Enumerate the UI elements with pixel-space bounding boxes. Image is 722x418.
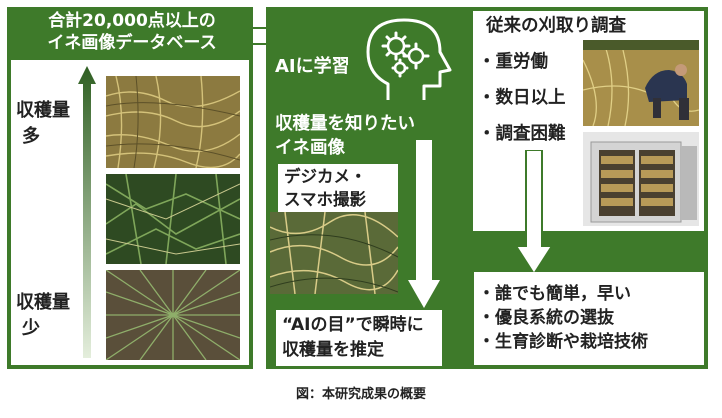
result-line2: 収穫量を推定 [282, 340, 384, 360]
input-label-line1: 収穫量を知りたい [275, 114, 415, 134]
result-line1: “AIの目”で瞬時に [282, 315, 424, 335]
conventional-item-2: ・数日以上 [478, 88, 566, 108]
benefit-item-1: ・誰でも簡単，早い [478, 284, 631, 304]
yield-high-line2: 多 [22, 126, 40, 147]
conventional-item-3: ・調査困難 [478, 124, 566, 144]
yield-gradient-arrow [78, 66, 96, 358]
input-label-line2: イネ画像 [275, 138, 345, 158]
harvest-worker-photo [583, 40, 699, 126]
drying-oven-photo [583, 132, 699, 226]
conventional-title: 従来の刈取り調査 [486, 16, 626, 36]
estimate-down-arrow [408, 140, 440, 308]
database-title: 合計20,000点以上の イネ画像データベース [12, 10, 252, 54]
result-box: “AIの目”で瞬時に 収穫量を推定 [276, 310, 442, 366]
rice-photo-low-yield [106, 270, 240, 360]
rice-photo-mid-yield [106, 174, 240, 264]
figure-caption: 図：本研究成果の概要 [295, 387, 426, 402]
benefits-box [474, 272, 704, 365]
camera-label-line1: デジカメ・ [284, 167, 367, 186]
yield-low-label: 収穫量 少 [16, 290, 76, 342]
rice-photo-input [270, 212, 398, 294]
benefit-item-2: ・優良系統の選抜 [478, 308, 614, 328]
benefit-item-3: ・生育診断や栽培技術 [478, 332, 648, 352]
conventional-item-1: ・重労働 [478, 52, 548, 72]
input-image-label: 収穫量を知りたい イネ画像 [275, 112, 415, 160]
yield-high-line1: 収穫量 [16, 100, 70, 121]
ai-learn-label: AIに学習 [275, 56, 350, 77]
camera-label-line2: スマホ撮影 [284, 190, 367, 209]
yield-low-line1: 収穫量 [16, 292, 70, 313]
rice-photo-high-yield [106, 76, 240, 168]
database-title-line1: 合計20,000点以上の [48, 11, 216, 31]
brain-gears-icon [366, 18, 452, 100]
yield-high-label: 収穫量 多 [16, 98, 76, 150]
camera-label-box: デジカメ・ スマホ撮影 [278, 164, 398, 212]
database-title-line2: イネ画像データベース [47, 33, 217, 53]
yield-low-line2: 少 [22, 318, 40, 339]
conventional-down-arrow [514, 150, 554, 276]
